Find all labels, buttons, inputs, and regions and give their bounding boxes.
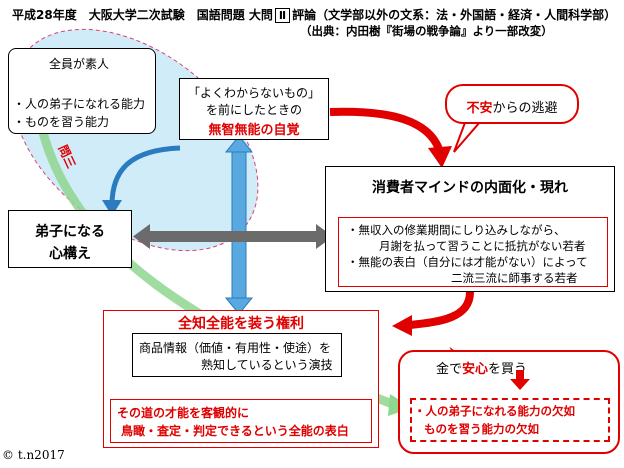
info-box: 商品情報（価値・有用性・使途）を 熟知しているという演技	[132, 333, 342, 377]
red-curve-head-top	[428, 146, 452, 168]
consumer-box: 消費者マインドの内面化・現れ ・無収入の修業期間にしり込みしながら、 月謝を払っ…	[325, 166, 615, 292]
result-line1: その道の才能を客観的に	[117, 406, 250, 420]
copyright: © t.n2017	[2, 448, 65, 462]
horizontal-link-bar	[148, 231, 318, 242]
roman-numeral: Ⅱ	[274, 8, 291, 23]
info-line1: 商品情報（価値・有用性・使途）を	[139, 341, 332, 355]
source-citation: （出典：内田樹『街場の戦争論』より一部改変）	[300, 24, 553, 38]
unknown-line3: 無智無能の自覚	[208, 123, 300, 138]
security-pre: 金で	[436, 362, 463, 377]
security-down-head	[510, 379, 530, 390]
left-arrow-head	[133, 224, 150, 249]
omniscience-title: 全知全能を装う権利	[178, 316, 304, 332]
info-line2: 熟知しているという演技	[201, 358, 333, 372]
result-line2: 鳥瞰・査定・判定できるという全能の表白	[121, 424, 349, 438]
red-curve-arrow-top	[329, 107, 444, 154]
security-down-arrow	[516, 370, 524, 380]
result-box: その道の才能を客観的に 鳥瞰・査定・判定できるという全能の表白	[110, 399, 372, 443]
blue-curve-head	[102, 200, 122, 216]
consumer-line2: 月謝を払って習うことに抵抗がない若者	[379, 239, 586, 253]
anxiety-callout: 不安からの逃避	[445, 84, 579, 124]
omniscience-box: 全知全能を装う権利 商品情報（価値・有用性・使途）を 熟知しているという演技 そ…	[103, 310, 379, 448]
consumer-line1: ・無収入の修業期間にしり込みしながら、	[347, 223, 566, 237]
blue-curve-arrow	[109, 145, 181, 206]
unknown-box: 「よくわからないもの」 を前にしたときの 無智無能の自覚	[179, 78, 329, 140]
disciple-line1: 弟子になる	[35, 224, 105, 240]
security-highlight: 安心	[462, 362, 489, 377]
consumer-line4: 二流三流に師事する若者	[451, 271, 578, 285]
amateur-line2: ・ものを習う能力	[13, 115, 110, 129]
up-arrow-head	[224, 135, 254, 153]
red-curve-head-mid	[392, 315, 412, 336]
title-prefix: 平成28年度 大阪大学二次試験 国語問題 大問	[12, 8, 273, 22]
anxiety-rest: からの逃避	[492, 101, 558, 116]
right-arrow-head	[316, 224, 333, 249]
consumer-line3: ・無能の表白（自分には才能がない）によって	[347, 255, 588, 269]
lack-box: ・人の弟子になれる能力の欠如 ものを習う能力の欠如	[410, 398, 610, 442]
unknown-line2: を前にしたときの	[205, 103, 302, 117]
consumer-inner-box: ・無収入の修業期間にしり込みしながら、 月謝を払って習うことに抵抗がない若者 ・…	[338, 217, 608, 287]
disciple-box: 弟子になる 心構え	[8, 210, 132, 268]
consumer-title: 消費者マインドの内面化・現れ	[372, 180, 568, 196]
amateur-heading: 全員が素人	[49, 57, 110, 71]
security-text: 金で安心を買う	[436, 358, 527, 377]
red-curve-arrow-mid	[409, 291, 474, 329]
lack-line2: ものを習う能力の欠如	[424, 422, 539, 436]
anxiety-text: 不安からの逃避	[447, 97, 577, 116]
unknown-line1: 「よくわからないもの」	[187, 86, 320, 100]
security-callout: 金で安心を買う ・人の弟子になれる能力の欠如 ものを習う能力の欠如	[398, 350, 620, 454]
disciple-line2: 心構え	[49, 246, 91, 262]
amateur-line1: ・人の弟子になれる能力	[13, 97, 146, 111]
anxiety-highlight: 不安	[466, 101, 493, 116]
lack-line1: ・人の弟子になれる能力の欠如	[414, 404, 575, 418]
amateur-box: 全員が素人 ・人の弟子になれる能力 ・ものを習う能力	[8, 48, 156, 134]
down-arrow-head	[224, 297, 254, 315]
title-suffix: 評論（文学部以外の文系：法・外国語・経済・人間科学部）	[292, 8, 617, 22]
